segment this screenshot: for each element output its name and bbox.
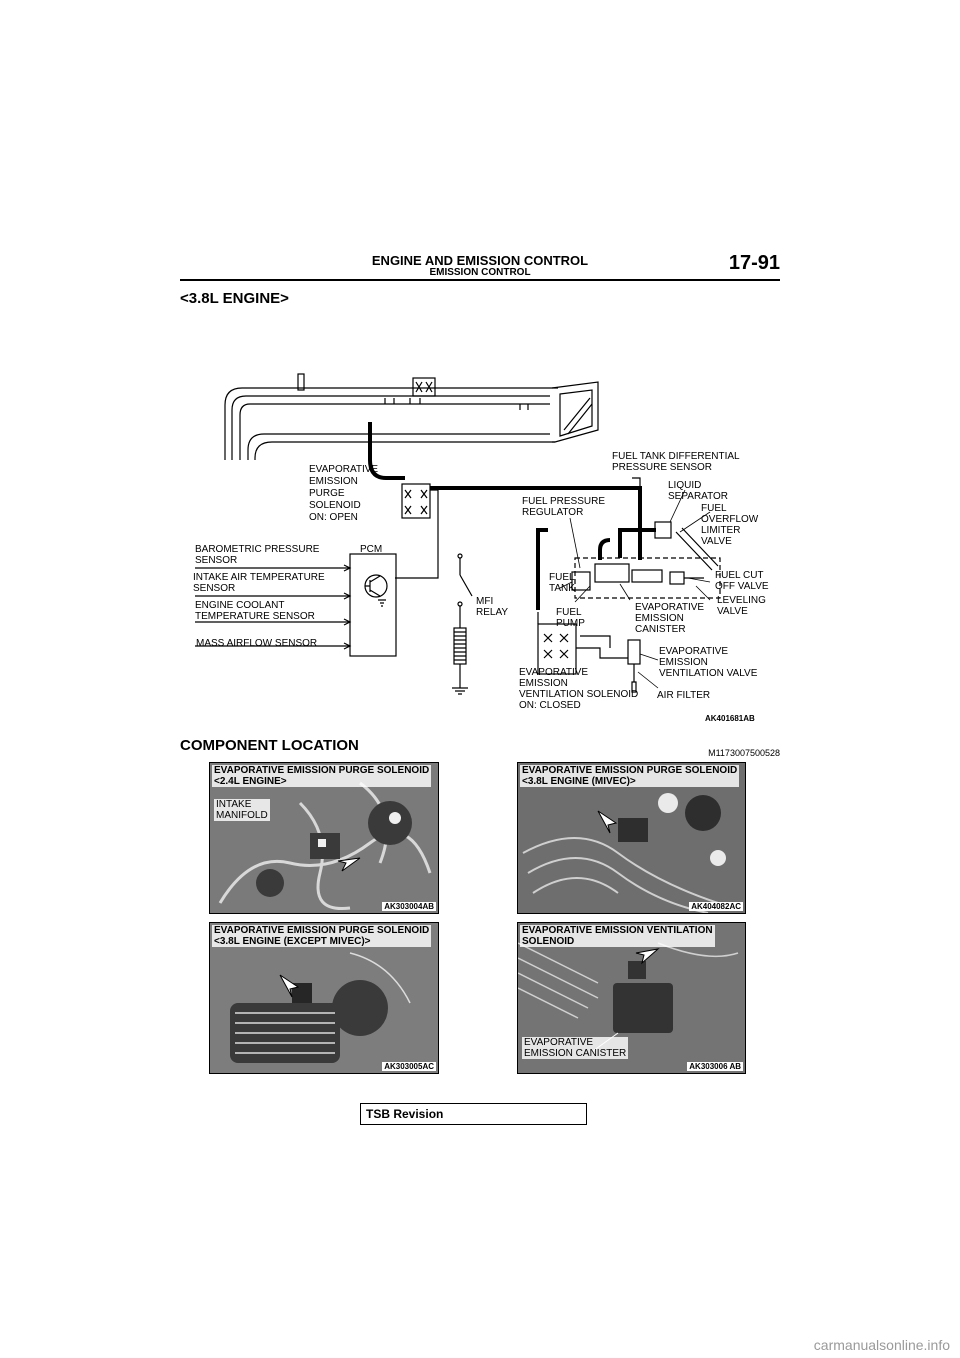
photo-4-id: AK303006 AB [687,1062,743,1071]
photo-purge-solenoid-24l: EVAPORATIVE EMISSION PURGE SOLENOID <2.4… [209,762,439,914]
label-fuel-pump: FUEL PUMP [556,607,585,629]
label-fuel-tank: FUEL TANK [549,572,575,594]
footer-watermark[interactable]: carmanualsonline.info [813,1337,950,1353]
page-number: 17-91 [728,252,780,274]
label-iat-sensor: INTAKE AIR TEMPERATURE SENSOR [193,572,325,594]
component-location-title: COMPONENT LOCATION [180,737,359,754]
photo-purge-solenoid-38l-except-mivec: EVAPORATIVE EMISSION PURGE SOLENOID <3.8… [209,922,439,1074]
tsb-revision-box: TSB Revision [360,1103,587,1125]
photo-3-id: AK303005AC [382,1062,436,1071]
label-air-filter: AIR FILTER [657,690,711,701]
photo-purge-solenoid-38l-mivec: EVAPORATIVE EMISSION PURGE SOLENOID <3.8… [517,762,746,914]
label-vent-solenoid: EVAPORATIVE EMISSION VENTILATION SOLENOI… [519,667,639,711]
photo-1-id: AK303004AB [382,902,436,911]
label-pcm: PCM [360,544,383,555]
header-title: ENGINE AND EMISSION CONTROL [371,253,589,268]
doc-id: M1173007500528 [708,748,780,758]
label-overflow-limiter: FUEL OVERFLOW LIMITER VALVE [701,503,759,547]
photo-4-caption: EVAPORATIVE EMISSION VENTILATION SOLENOI… [520,925,715,947]
label-tank-diff-sensor: FUEL TANK DIFFERENTIAL PRESSURE SENSOR [612,451,740,473]
label-canister: EVAPORATIVE EMISSION CANISTER [635,602,705,635]
photo-2-id: AK404082AC [689,902,743,911]
engine-section-title: <3.8L ENGINE> [180,290,289,307]
diagram-id: AK401681AB [705,714,755,723]
label-mfi-relay: MFI RELAY [476,596,509,618]
label-fuel-pressure-regulator: FUEL PRESSURE REGULATOR [522,496,605,518]
tsb-revision-label: TSB Revision [366,1107,444,1121]
label-fuel-cut-off: FUEL CUT OFF VALVE [715,570,769,592]
photo-4-inner-label: EVAPORATIVE EMISSION CANISTER [522,1037,629,1059]
label-leveling-valve: LEVELING VALVE [717,595,766,617]
header-subtitle: EMISSION CONTROL [429,267,531,278]
photo-vent-solenoid: EVAPORATIVE EMISSION VENTILATION SOLENOI… [517,922,746,1074]
header-rule [180,279,780,281]
photo-1-caption: EVAPORATIVE EMISSION PURGE SOLENOID <2.4… [212,765,432,787]
label-maf-sensor: MASS AIRFLOW SENSOR [196,638,318,649]
label-ect-sensor: ENGINE COOLANT TEMPERATURE SENSOR [195,600,315,622]
label-baro-sensor: BAROMETRIC PRESSURE SENSOR [195,544,320,566]
photo-1-inner-label: INTAKE MANIFOLD [214,799,270,821]
label-liquid-separator: LIQUID SEPARATOR [668,480,729,502]
label-vent-valve: EVAPORATIVE EMISSION VENTILATION VALVE [659,646,758,679]
photo-3-caption: EVAPORATIVE EMISSION PURGE SOLENOID <3.8… [212,925,432,947]
photo-2-caption: EVAPORATIVE EMISSION PURGE SOLENOID <3.8… [520,765,740,787]
